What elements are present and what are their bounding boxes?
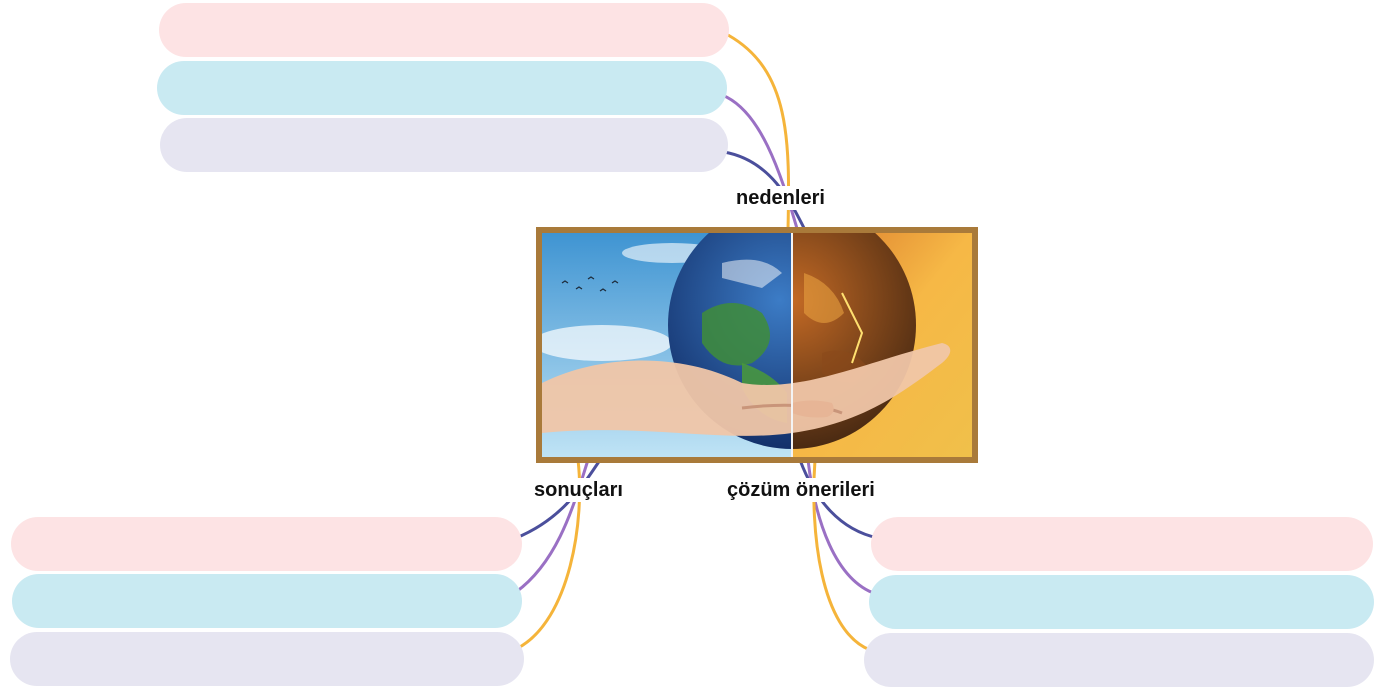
solution-box-1[interactable]	[871, 517, 1373, 571]
consequence-box-2[interactable]	[12, 574, 522, 628]
causes-label: nedenleri	[734, 186, 827, 210]
connector-left-pink	[515, 459, 602, 540]
consequence-box-3[interactable]	[10, 632, 524, 686]
connector-left-blue	[515, 459, 590, 594]
earth-in-hand-image	[536, 227, 978, 463]
connector-top-lav	[723, 150, 808, 233]
solutions-label: çözüm önerileri	[725, 478, 877, 502]
consequences-label: sonuçları	[532, 478, 625, 502]
earth-in-hand-icon	[542, 233, 972, 457]
connector-right-pink	[798, 459, 879, 540]
cause-box-2[interactable]	[157, 61, 727, 115]
consequence-box-1[interactable]	[11, 517, 522, 571]
cause-box-3[interactable]	[160, 118, 728, 172]
cause-box-1[interactable]	[159, 3, 729, 57]
solution-box-2[interactable]	[869, 575, 1374, 629]
connector-top-blue	[721, 93, 800, 233]
solution-box-3[interactable]	[864, 633, 1374, 687]
